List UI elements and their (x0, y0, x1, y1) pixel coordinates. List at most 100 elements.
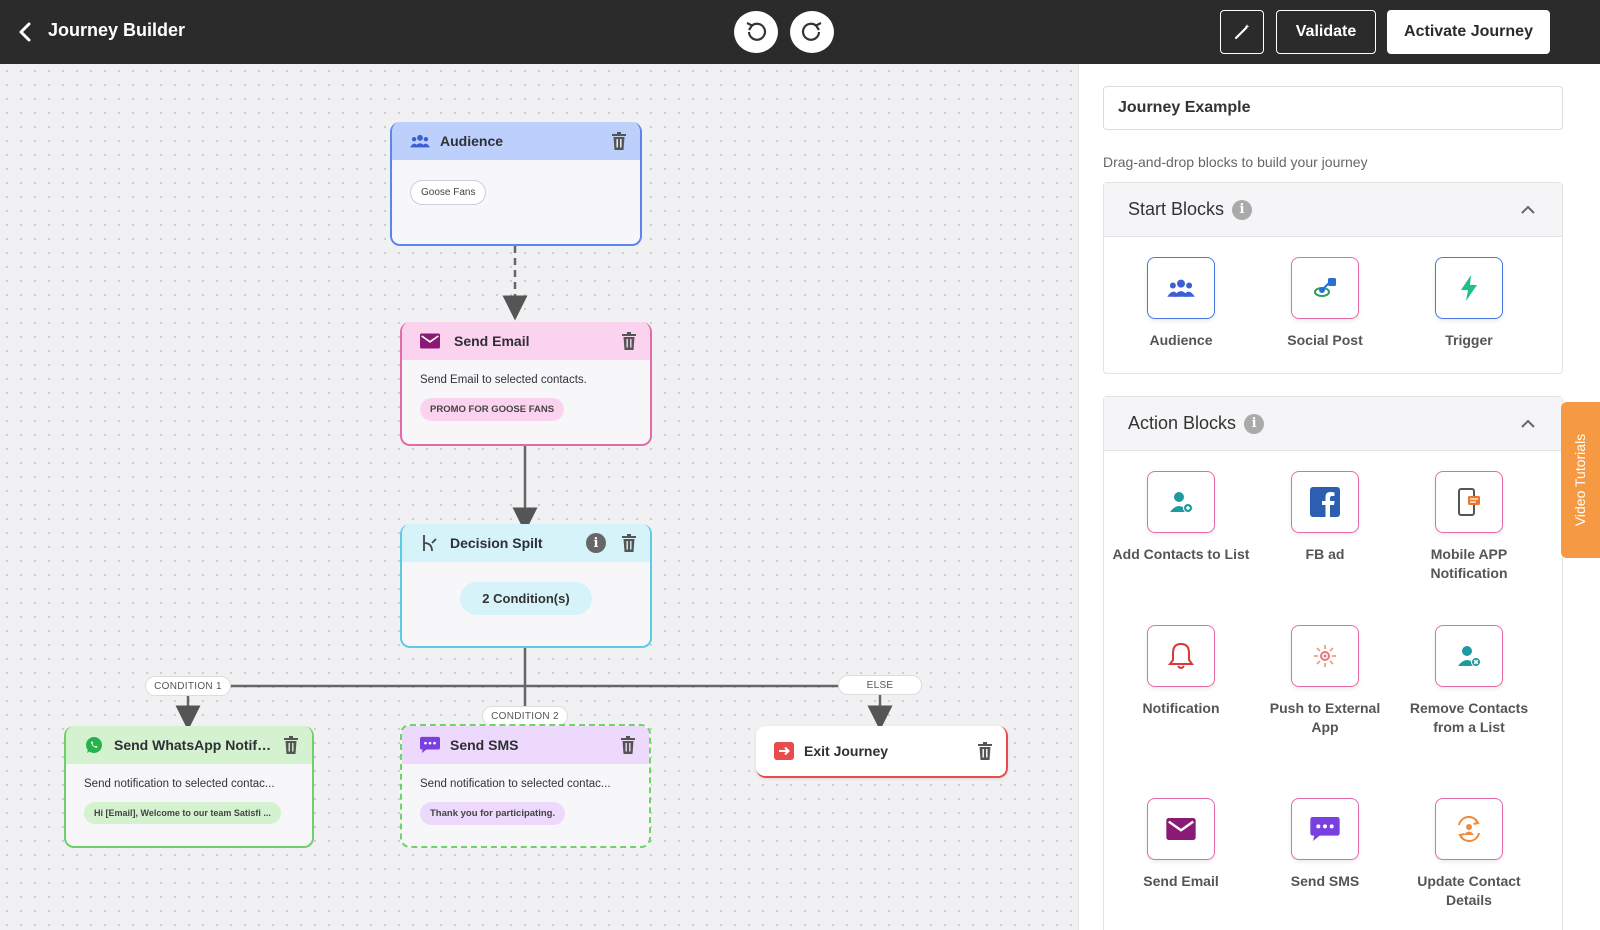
block-label: Send SMS (1290, 873, 1360, 889)
trash-icon[interactable] (610, 132, 628, 150)
whatsapp-icon (84, 735, 104, 755)
condition-1-label: CONDITION 1 (145, 676, 231, 696)
block-label: Send Email (1143, 873, 1219, 889)
block-label: FB ad (1305, 546, 1345, 562)
block-label: Social Post (1287, 332, 1363, 348)
action-blocks-title: Action Blocks (1128, 413, 1237, 433)
facebook-icon (1291, 471, 1359, 533)
trash-icon[interactable] (619, 736, 637, 754)
chevron-up-icon[interactable] (1518, 414, 1538, 434)
sms-chip: Thank you for participating. (420, 802, 566, 825)
social-post-icon (1291, 257, 1359, 319)
action-block-send-email[interactable]: Send Email (1111, 798, 1251, 891)
sms-node-header: Send SMS (402, 726, 649, 764)
validate-button[interactable]: Validate (1276, 10, 1376, 54)
block-label: Update Contact Details (1417, 873, 1521, 908)
decision-split-node[interactable]: Decision Spilt i 2 Condition(s) (400, 524, 652, 648)
journey-name-input[interactable] (1103, 86, 1563, 130)
audience-chip: Goose Fans (410, 180, 487, 205)
undo-button[interactable] (734, 11, 778, 53)
condition-2-label: CONDITION 2 (482, 706, 568, 726)
send-email-chip: PROMO FOR GOOSE FANS (420, 398, 565, 421)
action-blocks-section: Action Blocks i Add Contacts to List FB … (1103, 396, 1563, 930)
exit-node-title: Exit Journey (804, 743, 889, 759)
connector-lines (175, 246, 893, 731)
start-blocks-header[interactable]: Start Blocks i (1104, 183, 1562, 237)
action-block-push-external[interactable]: Push to External App (1255, 625, 1395, 737)
exit-node-header: Exit Journey (756, 726, 1006, 776)
audience-icon (410, 131, 430, 151)
start-blocks-title: Start Blocks (1128, 199, 1225, 219)
else-label: ELSE (838, 675, 922, 695)
block-label: Remove Contacts from a List (1409, 700, 1529, 735)
mobile-notification-icon (1435, 471, 1503, 533)
audience-icon (1147, 257, 1215, 319)
redo-button[interactable] (790, 11, 834, 53)
sms-icon (1291, 798, 1359, 860)
action-block-mobile-app-notification[interactable]: Mobile APP Notification (1399, 471, 1539, 583)
exit-journey-node[interactable]: Exit Journey (756, 726, 1008, 778)
back-arrow-icon[interactable] (12, 18, 40, 46)
trash-icon[interactable] (620, 534, 638, 552)
remove-contact-icon (1435, 625, 1503, 687)
start-blocks-section: Start Blocks i Audience Social Post (1103, 182, 1563, 374)
send-email-node-header: Send Email (402, 322, 650, 360)
trash-icon[interactable] (282, 736, 300, 754)
magic-wand-button[interactable] (1220, 10, 1264, 54)
add-contact-icon (1147, 471, 1215, 533)
whatsapp-chip: Hi [Email], Welcome to our team Satisfi … (84, 802, 281, 824)
block-label: Push to External App (1269, 700, 1381, 735)
block-label: Trigger (1445, 332, 1493, 348)
action-block-fb-ad[interactable]: FB ad (1255, 471, 1395, 564)
send-sms-node[interactable]: Send SMS Send notification to selected c… (400, 724, 651, 848)
start-block-trigger[interactable]: Trigger (1399, 257, 1539, 350)
exit-icon (774, 741, 794, 761)
chevron-up-icon[interactable] (1518, 200, 1538, 220)
decision-node-title: Decision Spilt (450, 535, 543, 551)
undo-icon (746, 22, 767, 41)
block-label: Add Contacts to List (1112, 546, 1250, 562)
email-icon (1147, 798, 1215, 860)
send-email-node[interactable]: Send Email Send Email to selected contac… (400, 322, 652, 446)
video-tutorials-tab[interactable]: Video Tutorials (1561, 402, 1600, 558)
blocks-panel: Drag-and-drop blocks to build your journ… (1078, 64, 1600, 930)
audience-node[interactable]: Audience Goose Fans (390, 122, 642, 246)
audience-node-header: Audience (392, 122, 640, 160)
email-icon (420, 331, 440, 351)
conditions-count[interactable]: 2 Condition(s) (460, 582, 592, 615)
sms-node-title: Send SMS (450, 737, 519, 753)
activate-journey-button[interactable]: Activate Journey (1387, 10, 1550, 54)
trash-icon[interactable] (976, 742, 994, 760)
sms-description: Send notification to selected contac... (420, 778, 611, 790)
push-external-icon (1291, 625, 1359, 687)
action-block-send-sms[interactable]: Send SMS (1255, 798, 1395, 891)
block-label: Mobile APP Notification (1430, 546, 1508, 581)
action-block-add-contacts[interactable]: Add Contacts to List (1111, 471, 1251, 564)
split-icon (420, 533, 440, 553)
top-bar: Journey Builder Validate Activate Journe… (0, 0, 1600, 64)
whatsapp-node-title: Send WhatsApp Notific... (114, 737, 274, 753)
action-blocks-header[interactable]: Action Blocks i (1104, 397, 1562, 451)
magic-wand-icon (1234, 24, 1250, 40)
info-icon[interactable]: i (586, 533, 606, 553)
action-block-notification[interactable]: Notification (1111, 625, 1251, 718)
send-email-description: Send Email to selected contacts. (420, 374, 587, 386)
sms-icon (420, 735, 440, 755)
action-block-remove-contacts[interactable]: Remove Contacts from a List (1399, 625, 1539, 737)
journey-canvas[interactable]: Audience Goose Fans Send Email Send Emai… (0, 64, 1078, 930)
trash-icon[interactable] (620, 332, 638, 350)
info-icon[interactable]: i (1232, 199, 1253, 220)
info-icon[interactable]: i (1244, 413, 1265, 434)
start-block-social-post[interactable]: Social Post (1255, 257, 1395, 350)
start-block-audience[interactable]: Audience (1111, 257, 1251, 350)
video-tutorials-label: Video Tutorials (1572, 433, 1589, 527)
send-email-node-title: Send Email (454, 333, 530, 349)
bell-icon (1147, 625, 1215, 687)
audience-node-title: Audience (440, 133, 504, 149)
trigger-icon (1435, 257, 1503, 319)
update-contact-icon (1435, 798, 1503, 860)
block-label: Audience (1149, 332, 1213, 348)
whatsapp-node[interactable]: Send WhatsApp Notific... Send notificati… (64, 726, 314, 848)
action-block-update-contact[interactable]: Update Contact Details (1399, 798, 1539, 910)
block-label: Notification (1142, 700, 1220, 716)
